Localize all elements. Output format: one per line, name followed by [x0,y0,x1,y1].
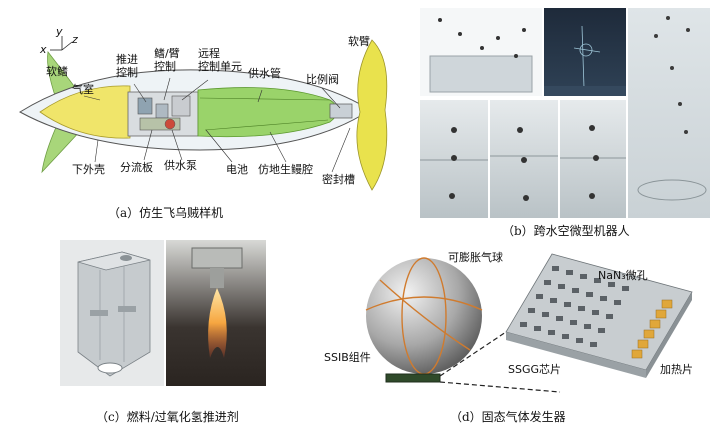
panel-c: （c）燃料/过氧化氢推进剂 [60,240,340,430]
photo-robot-water-2 [490,100,558,218]
panel-b: （b）跨水空微型机器人 [420,8,720,238]
label-micro-hole: NaN₃微孔 [598,269,648,282]
micro-hole-grid [520,266,629,347]
panel-a: y x z 软鳍 气室 推进 控制 鳍/臂 控制 远程 控制单元 供水管 比例阀… [0,0,400,225]
label-soft-arm: 软臂 [348,35,370,48]
soft-arm [356,39,388,191]
label-air-chamber: 气室 [72,83,94,96]
caption-panel-b: （b）跨水空微型机器人 [502,224,630,238]
caption-panel-c: （c）燃料/过氧化氢推进剂 [96,410,239,424]
label-lower-shell: 下外壳 [72,163,105,176]
solid-gas-generator-diagram [365,253,693,393]
label-soft-fin: 软鳍 [46,65,68,78]
photo-robot-water-1 [420,100,488,218]
photo-robot-water-3 [560,100,626,218]
label-proportional-valve: 比例阀 [306,73,339,86]
label-water-pipe: 供水管 [248,67,281,80]
label-seal-groove: 密封槽 [322,173,355,186]
axis-label-z: z [72,33,78,46]
axis-label-x: x [40,43,47,56]
caption-panel-a: （a）仿生飞乌贼样机 [108,206,224,220]
caption-panel-d: （d）固态气体发生器 [450,410,566,424]
label-ssib: SSIB组件 [324,351,371,364]
label-fin-arm-control: 鳍/臂 控制 [154,47,180,73]
balloon-sphere [366,258,482,374]
axis-indicator [50,36,73,51]
label-water-pump: 供水泵 [164,159,197,172]
photo-robot-over-water [420,8,542,96]
axis-label-y: y [56,25,63,38]
label-propulsion-control: 推进 控制 [116,53,138,79]
label-heater: 加热片 [660,363,693,376]
fuel-nozzle-cad-view [60,240,164,386]
label-battery: 电池 [226,163,248,176]
propellant-flame-photo [166,240,266,386]
label-ssgg: SSGG芯片 [508,363,562,376]
ssib-base [385,373,441,383]
label-splitter-plate: 分流板 [120,161,153,174]
label-remote-control-unit: 远程 控制单元 [198,47,242,73]
panel-d: 可膨胀气球 NaN₃微孔 SSIB组件 SSGG芯片 加热片 （d）固态气体发生… [320,240,725,430]
label-biomimetic-cavity: 仿地生鳗腔 [258,163,313,176]
photo-robot-vertical-sequence [628,8,710,218]
label-inflatable-balloon: 可膨胀气球 [448,251,503,264]
photo-robot-dark-scene [544,8,626,96]
flying-squid-prototype-diagram [19,36,388,191]
heater-pads [631,299,673,359]
